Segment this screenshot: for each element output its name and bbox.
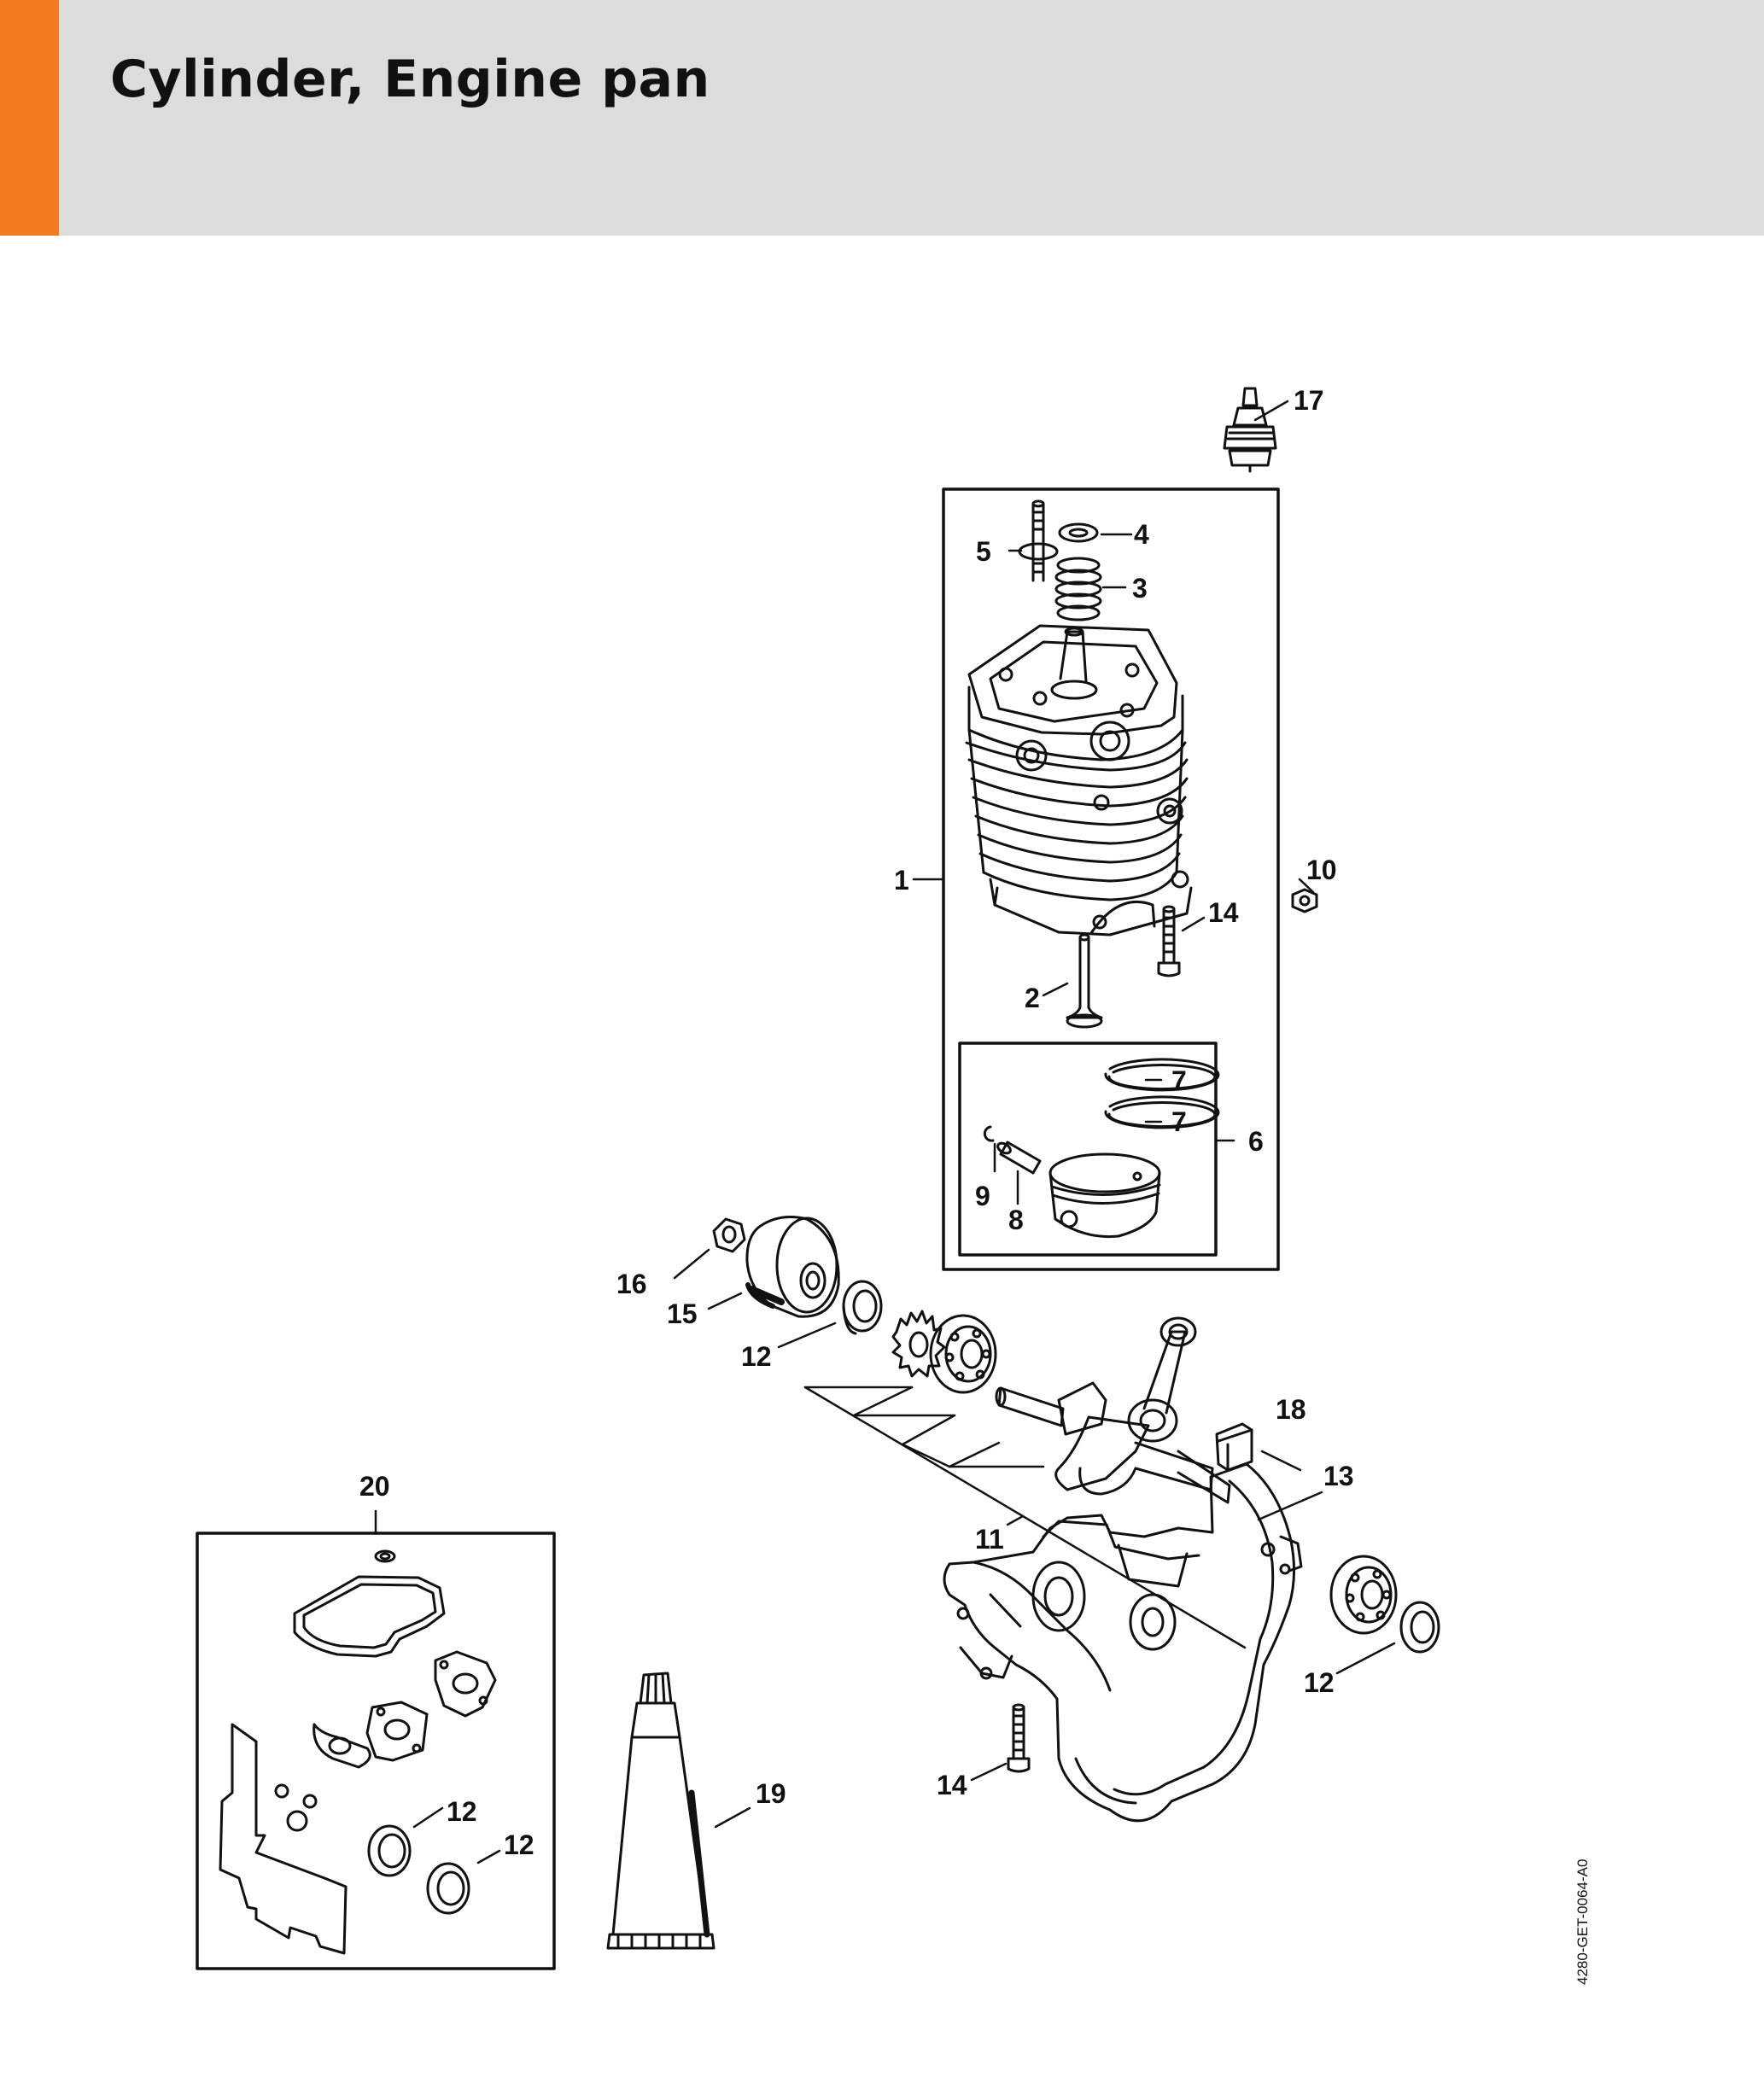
callout-10: 10 <box>1306 855 1337 885</box>
callout-12-right: 12 <box>1304 1667 1335 1698</box>
spark-plug-drawing <box>1223 387 1277 473</box>
callout-18: 18 <box>1276 1394 1306 1425</box>
callout-14-lower: 14 <box>937 1770 967 1800</box>
valve-drawing <box>1066 933 1103 1029</box>
crankshaft-drawing <box>995 1316 1231 1504</box>
callout-11: 11 <box>975 1524 1004 1555</box>
callout-4: 4 <box>1134 519 1149 550</box>
callout-20: 20 <box>359 1471 390 1502</box>
callout-16: 16 <box>616 1269 647 1299</box>
callout-12-kit-lower: 12 <box>504 1829 534 1860</box>
circlip-drawing <box>983 1125 995 1142</box>
rocker-stud-drawing <box>1018 499 1059 582</box>
gasket-set-box <box>196 1532 556 1970</box>
bearing-drawing-lower <box>1329 1555 1398 1635</box>
valve-spring-drawing <box>1054 557 1102 621</box>
flywheel-nut-drawing <box>712 1217 746 1253</box>
piston-drawing <box>1048 1152 1161 1239</box>
gasket-set-contents-drawing <box>219 1549 497 1955</box>
callout-12-upper: 12 <box>741 1341 772 1372</box>
callout-12-kit-upper: 12 <box>447 1796 477 1827</box>
callout-7-lower: 7 <box>1171 1106 1187 1137</box>
callout-2: 2 <box>1025 983 1040 1013</box>
callout-19: 19 <box>756 1778 786 1809</box>
oil-seal-drawing-right <box>1399 1601 1440 1654</box>
callout-6: 6 <box>1248 1126 1264 1157</box>
bracket-drawing <box>1215 1422 1253 1472</box>
bearing-drawing-upper <box>929 1314 997 1394</box>
callout-14-upper: 14 <box>1208 897 1239 928</box>
engine-pan-drawing <box>943 1462 1303 1823</box>
page-title: Cylinder, Engine pan <box>110 50 710 109</box>
crankshaft-assembly-lines <box>803 1386 1247 1649</box>
callout-15: 15 <box>667 1298 698 1329</box>
screw-drawing-lower <box>1007 1703 1031 1773</box>
oil-seal-drawing-upper <box>842 1280 883 1335</box>
callout-leader-lines <box>374 400 1396 1864</box>
cylinder-drawing <box>965 624 1193 936</box>
drawing-code: 4280-GET-0064-A0 <box>1574 1858 1591 1985</box>
callout-7-upper: 7 <box>1171 1065 1187 1096</box>
callout-8: 8 <box>1008 1205 1024 1235</box>
callout-1: 1 <box>894 865 909 896</box>
callout-labels: 17 4 5 3 1 10 14 2 7 7 6 9 8 16 15 12 18… <box>359 385 1354 1860</box>
grease-tube-drawing <box>606 1672 716 1950</box>
gear-drawing <box>891 1310 946 1378</box>
flywheel-drawing <box>745 1216 840 1318</box>
piston-pin-drawing <box>996 1141 1042 1175</box>
piston-kit-box <box>958 1042 1218 1257</box>
callout-3: 3 <box>1132 573 1148 604</box>
callout-13: 13 <box>1323 1461 1354 1491</box>
screw-drawing-upper <box>1157 905 1181 977</box>
nut-drawing <box>1291 888 1318 913</box>
piston-ring-drawing-upper <box>1104 1058 1220 1092</box>
piston-ring-drawing-lower <box>1104 1095 1220 1129</box>
header-band: Cylinder, Engine pan <box>0 0 1764 236</box>
callout-5: 5 <box>976 536 991 567</box>
callout-9: 9 <box>975 1181 990 1211</box>
valve-retainer-drawing <box>1058 522 1099 543</box>
header-accent-bar <box>0 0 59 236</box>
callout-17: 17 <box>1294 385 1324 416</box>
